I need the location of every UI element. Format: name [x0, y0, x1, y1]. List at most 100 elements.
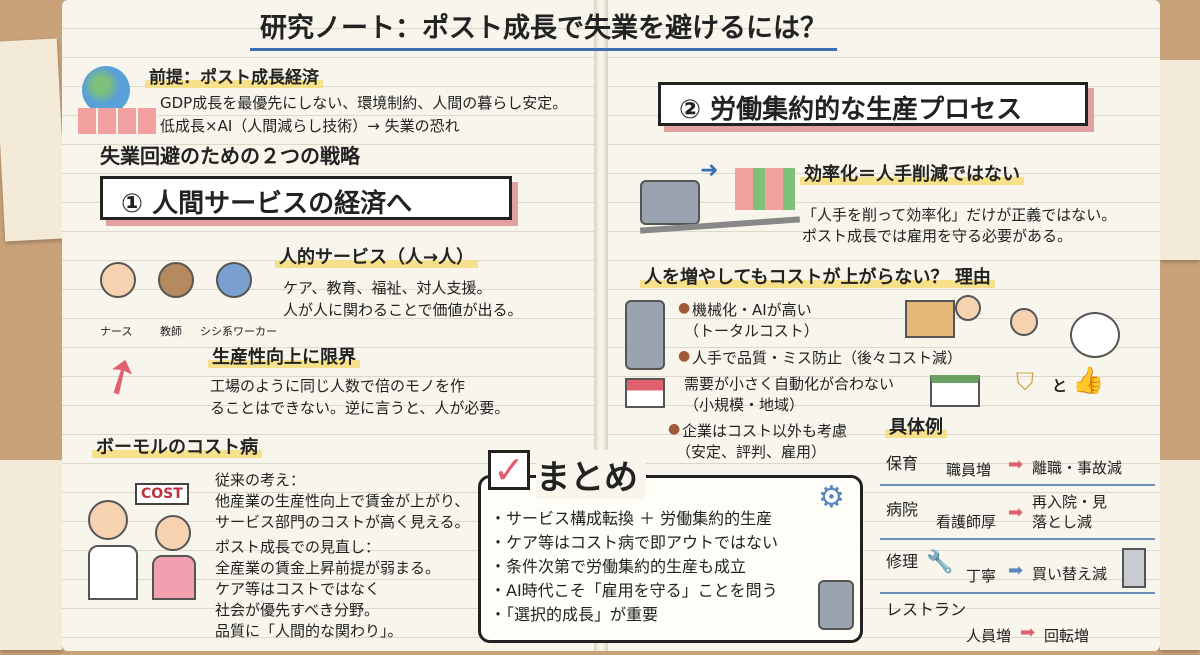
example-input: 看護師厚	[936, 513, 997, 531]
baumol-line: 社会が優先すべき分野。	[215, 601, 379, 619]
reason-item: （安定、評判、雇用）	[676, 443, 827, 461]
checkbox-icon: ✓	[488, 450, 530, 490]
examples-list: 保育 職員増 ➡ 離職・事故減 病院 看護師厚 ➡ 再入院・見落とし減 修理 🔧…	[880, 440, 1155, 654]
robot-icon	[625, 300, 665, 370]
efficiency-line: ポスト成長では雇用を守る必要がある。	[802, 227, 1073, 245]
reasons-heading: 人を増やしてもコストが上がらない？ 理由	[640, 268, 995, 288]
cost-sign: COST	[135, 483, 189, 505]
example-result: 買い替え減	[1032, 565, 1108, 583]
examples-heading: 具体例	[885, 418, 947, 438]
thumbs-up-icon: 👍	[1072, 366, 1105, 396]
example-input: 丁寧	[966, 567, 997, 585]
example-input: 人員増	[966, 627, 1012, 645]
reason-item: 人手で品質・ミス防止（後々コスト減）	[692, 349, 963, 367]
summary-box	[478, 475, 863, 643]
strategies-heading: 失業回避のための２つの戦略	[100, 144, 360, 168]
premise-line: 低成長×AI（人間減らし技術）→ 失業の恐れ	[160, 117, 460, 135]
and-label: と	[1052, 377, 1068, 395]
premise-heading: 前提：ポスト成長経済	[145, 68, 323, 88]
reason-item: （小規模・地域）	[684, 396, 805, 414]
summary-item: ・ケア等はコスト病で即アウトではない	[490, 533, 779, 552]
summary-item: ・条件次第で労働集約的生産も成立	[490, 557, 747, 576]
example-row: レストラン 人員増 ➡ 回転増	[880, 594, 1155, 654]
productivity-line: 工場のように同じ人数で倍のモノを作	[210, 377, 466, 395]
example-field: レストラン	[886, 600, 967, 619]
example-result: 再入院・見落とし減	[1032, 493, 1108, 531]
role-label: ナース	[100, 325, 133, 338]
shop-icon	[625, 378, 665, 408]
arrow-icon: ➡	[1008, 560, 1024, 581]
strategy1-title: ① 人間サービスの経済へ	[100, 176, 512, 220]
box-inspection-icon	[905, 300, 955, 338]
summary-heading: まとめ	[536, 450, 646, 499]
strategy2-title: ② 労働集約的な生産プロセス	[658, 82, 1088, 126]
example-field: 保育	[886, 454, 919, 473]
summary-item: ・サービス構成転換 ＋ 労働集約的生産	[490, 509, 773, 528]
role-label: シシ系ワーカー	[200, 325, 277, 338]
role-label: 教師	[160, 325, 182, 338]
paper-scrap	[0, 38, 68, 242]
summary-item: ・「選択的成長」が重要	[490, 605, 659, 624]
baumol-line: ケア等はコストではなく	[215, 580, 381, 598]
speech-bubble-icon	[1070, 312, 1120, 358]
woman-icon	[155, 515, 191, 551]
robot-icon	[818, 580, 854, 630]
example-row: 病院 看護師厚 ➡ 再入院・見落とし減	[880, 486, 1155, 538]
doctor-icon	[88, 500, 128, 540]
businessman-icon	[1010, 308, 1038, 336]
inspector-icon	[955, 295, 981, 321]
efficiency-heading: 効率化＝人手削減ではない	[800, 165, 1024, 185]
repairman-icon: 🔧	[926, 550, 954, 575]
arrow-icon: ➡	[1008, 502, 1024, 523]
bullet: ●	[678, 348, 691, 364]
reason-item: 機械化・AIが高い	[692, 301, 812, 319]
social-worker-icon	[216, 262, 252, 298]
arrow-icon: ➜	[700, 158, 719, 183]
reason-item: 需要が小さく自動化が合わない	[684, 375, 895, 393]
people-icon	[78, 108, 158, 134]
example-row: 保育 職員増 ➡ 離職・事故減	[880, 440, 1155, 484]
baumol-line: 他産業の生産性向上で賃金が上がり、	[215, 492, 470, 510]
productivity-heading: 生産性向上に限界	[208, 348, 360, 368]
reason-item: （トータルコスト）	[684, 322, 819, 340]
example-result: 離職・事故減	[1032, 459, 1123, 477]
globe-icon	[82, 66, 130, 114]
summary-item: ・AI時代こそ「雇用を守る」ことを問う	[490, 581, 778, 600]
example-result: 回転増	[1044, 627, 1090, 645]
example-field: 修理	[886, 552, 919, 571]
nurse-icon	[100, 262, 136, 298]
local-shop-icon	[930, 375, 980, 407]
arrow-icon: ➡	[1020, 622, 1036, 643]
human-service-line: 人が人に関わることで価値が出る。	[283, 301, 523, 319]
bullet: ●	[668, 421, 681, 437]
baumol-line: サービス部門のコストが高く見える。	[215, 513, 470, 531]
robot-icon	[640, 180, 700, 225]
shield-icon: ⛉	[1016, 368, 1034, 396]
arrow-icon: ➡	[1008, 454, 1024, 475]
teacher-icon	[158, 262, 194, 298]
human-service-heading: 人的サービス（人→人）	[275, 248, 479, 268]
paper-scrap	[1160, 460, 1200, 650]
bullet: ●	[678, 300, 691, 316]
reason-item: 企業はコスト以外も考慮	[682, 422, 848, 440]
page-title: 研究ノート：ポスト成長で失業を避けるには？	[250, 6, 837, 51]
productivity-line: ることはできない。逆に言うと、人が必要。	[210, 399, 510, 417]
efficiency-line: 「人手を削って効率化」だけが正義ではない。	[802, 206, 1117, 224]
refrigerator-icon	[1122, 548, 1146, 588]
woman-body	[152, 555, 196, 600]
example-input: 職員増	[946, 461, 992, 479]
people-icon	[735, 168, 795, 210]
baumol-line: ポスト成長での見直し：	[215, 538, 381, 556]
gears-icon: ⚙	[818, 480, 845, 515]
paper-scrap	[0, 460, 62, 650]
baumol-line: 全産業の賃金上昇前提が弱まる。	[215, 559, 441, 577]
baumol-line: 品質に「人間的な関わり」。	[215, 622, 403, 640]
baumol-heading: ボーモルのコスト病	[92, 438, 262, 458]
example-row: 修理 🔧 丁寧 ➡ 買い替え減	[880, 540, 1155, 592]
paper-scrap	[1160, 60, 1200, 260]
example-field: 病院	[886, 500, 919, 519]
doctor-coat	[88, 545, 138, 600]
human-service-line: ケア、教育、福祉、対人支援。	[283, 279, 492, 297]
premise-line: GDP成長を最優先にしない、環境制約、人間の暮らし安定。	[160, 94, 568, 112]
baumol-line: 従来の考え：	[215, 471, 306, 489]
